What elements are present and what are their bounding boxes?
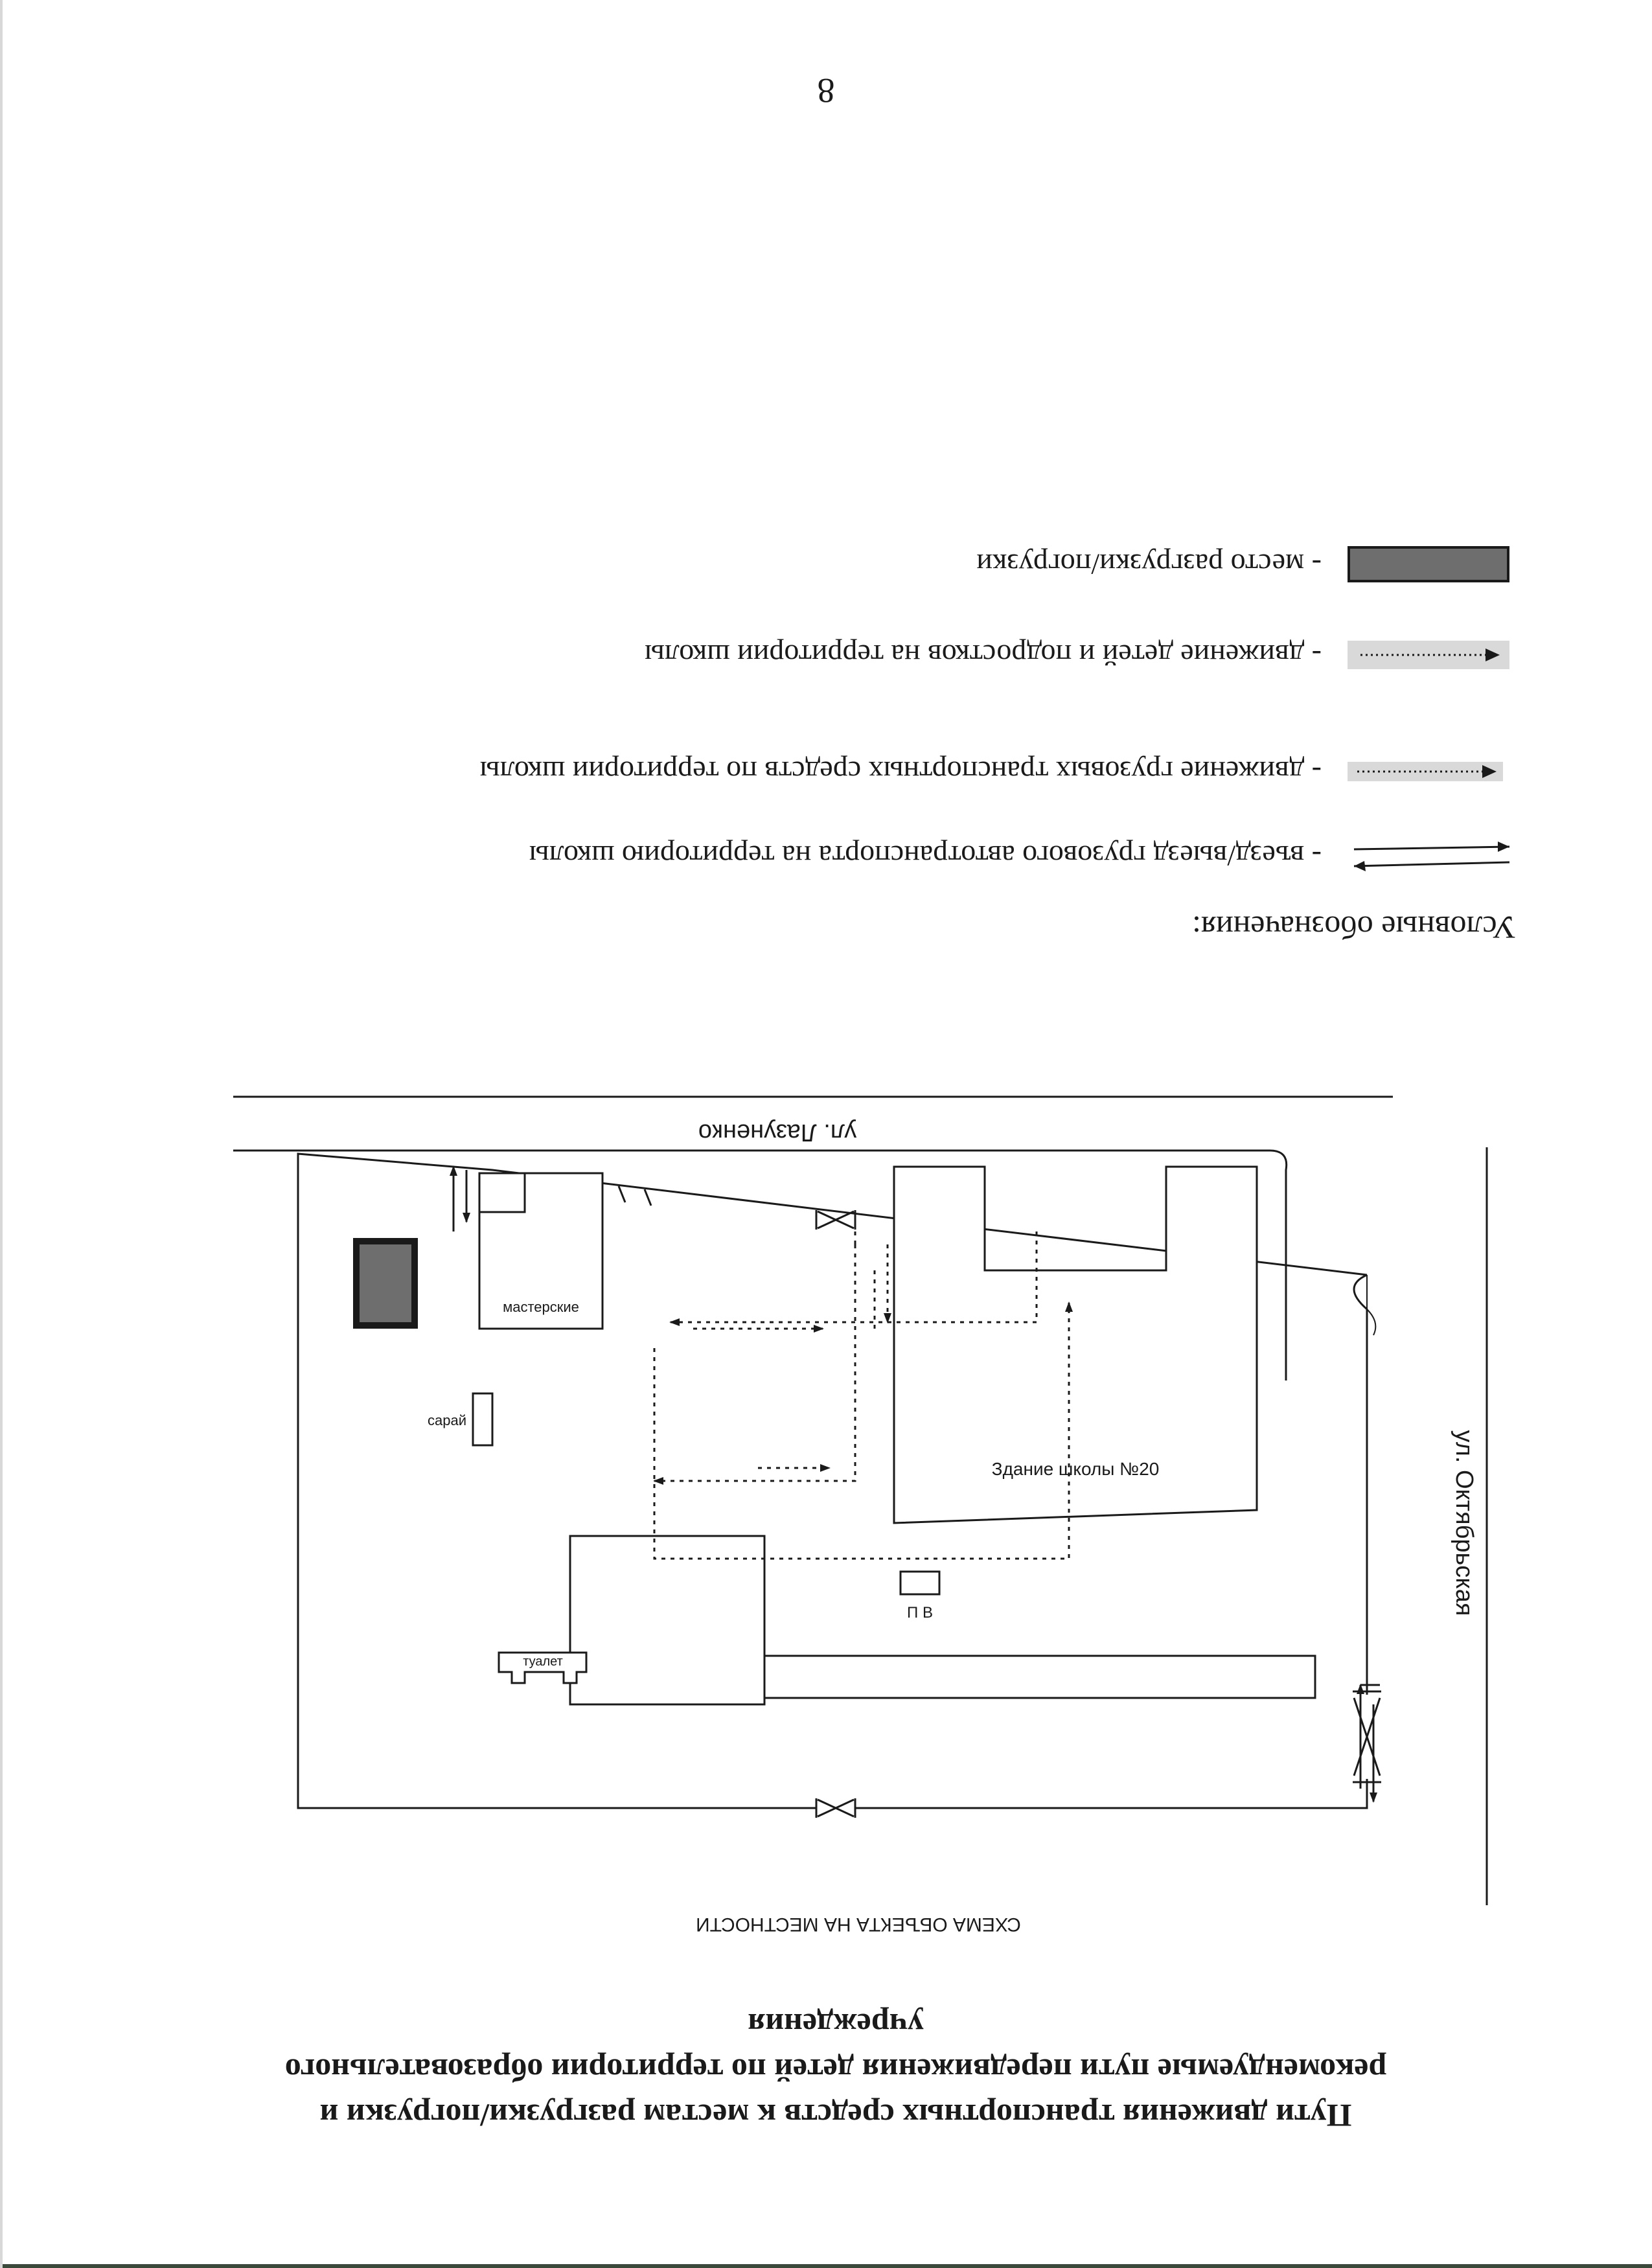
dotted-arrow-icon (1348, 762, 1503, 781)
annex-building (763, 1655, 1316, 1699)
children-paths (653, 1219, 1073, 1560)
gate-main-left (1353, 1690, 1381, 1783)
workshops-annex (478, 1172, 526, 1213)
legend-text: - движение грузовых транспортных средств… (479, 755, 1322, 788)
gym-building (569, 1535, 766, 1706)
school-building (893, 1165, 1258, 1524)
toilet-building (498, 1651, 588, 1684)
legend-text: - место разгрузки/погрузки (976, 548, 1322, 581)
legend-heading: Условные обозначения: (1191, 910, 1516, 946)
street-curb (233, 1149, 1288, 1380)
fence-corner (1366, 1275, 1377, 1336)
dotted-arrow-icon (1348, 641, 1509, 669)
legend-text: - въезд/выезд грузового автотранспорта н… (529, 840, 1322, 873)
double-arrow-icon (1353, 842, 1510, 871)
page-number: 8 (817, 71, 835, 110)
gate-top-right (617, 1186, 652, 1206)
shed-building (472, 1392, 494, 1447)
toilet-label: туалет (523, 1655, 563, 1669)
guard-post-label: П В (907, 1604, 933, 1621)
street-label-lazunenko: ул. Лазуненко (698, 1119, 856, 1146)
gate-bottom (815, 1798, 856, 1818)
scheme-caption: СХЕМА ОБЪЕКТА НА МЕСТНОСТИ (696, 1914, 1021, 1935)
territory-fence (297, 1152, 1368, 1809)
shed-label: сарай (428, 1412, 466, 1428)
loading-area (360, 1244, 411, 1322)
street-label-octyabrskaya: ул. Октябрьская (1451, 1430, 1478, 1616)
gate-top-middle (815, 1210, 856, 1230)
school-building-label: Здание школы №20 (992, 1459, 1160, 1479)
legend-text: - движение детей и подростков на террито… (644, 639, 1322, 672)
workshops-label: мастерские (503, 1299, 579, 1315)
guard-post (899, 1570, 941, 1596)
gray-rectangle-icon (1348, 546, 1509, 582)
